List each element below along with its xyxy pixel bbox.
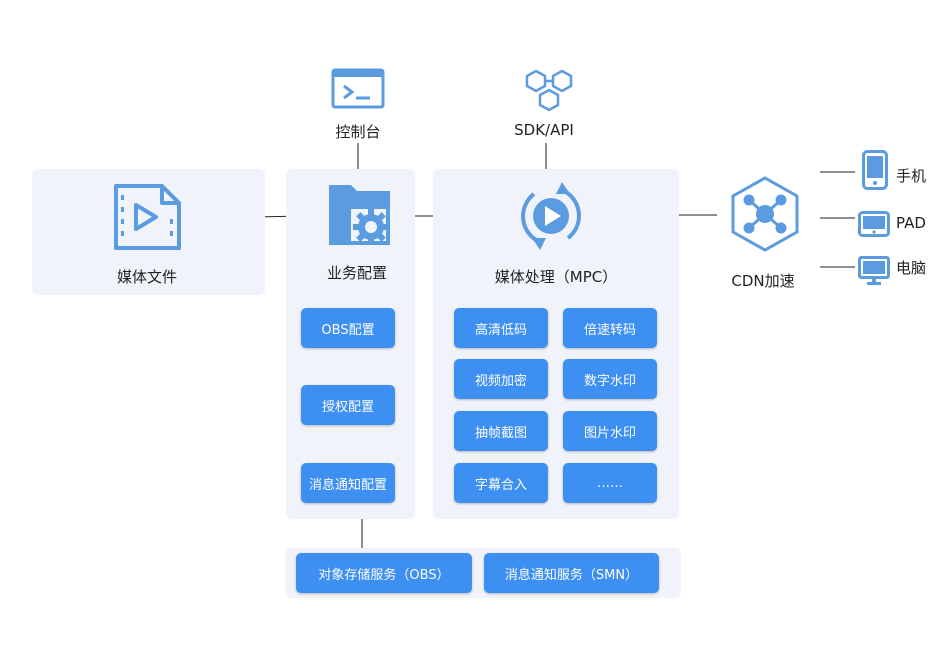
smn-service-button[interactable]: 消息通知服务（SMN） [484,553,659,593]
obs-config-button[interactable]: OBS配置 [301,308,395,348]
terminal-icon [331,68,385,109]
console-label: 控制台 [335,123,381,141]
frame-capture-button[interactable]: 抽帧截图 [454,411,548,451]
more-button[interactable]: …… [563,463,657,503]
image-watermark-button[interactable]: 图片水印 [563,411,657,451]
desktop-icon [858,256,890,285]
subtitle-merge-button[interactable]: 字幕合入 [454,463,548,503]
cdn-label: CDN加速 [731,272,795,290]
speed-transcode-button[interactable]: 倍速转码 [563,308,657,348]
cdn-network-icon [731,176,799,252]
business-config-label: 业务配置 [326,264,387,282]
digital-watermark-button[interactable]: 数字水印 [563,359,657,399]
device-label-pad: PAD [896,214,926,232]
folder-gear-icon [329,185,390,245]
video-file-icon [114,184,181,250]
hd-low-bitrate-button[interactable]: 高清低码 [454,308,548,348]
tablet-icon [858,211,890,237]
auth-config-button[interactable]: 授权配置 [301,385,395,425]
obs-service-button[interactable]: 对象存储服务（OBS） [296,553,472,593]
device-label-pc: 电脑 [896,259,927,277]
media-process-icon [521,182,581,250]
sdk-label: SDK/API [514,121,574,139]
video-encrypt-button[interactable]: 视频加密 [454,359,548,399]
media-file-label: 媒体文件 [116,268,177,286]
device-label-phone: 手机 [896,167,927,185]
sdk-cubes-icon [525,69,573,112]
mpc-label: 媒体处理（MPC） [494,268,618,286]
phone-icon [862,150,888,190]
media-file-panel [32,169,265,295]
notify-config-button[interactable]: 消息通知配置 [301,463,395,503]
